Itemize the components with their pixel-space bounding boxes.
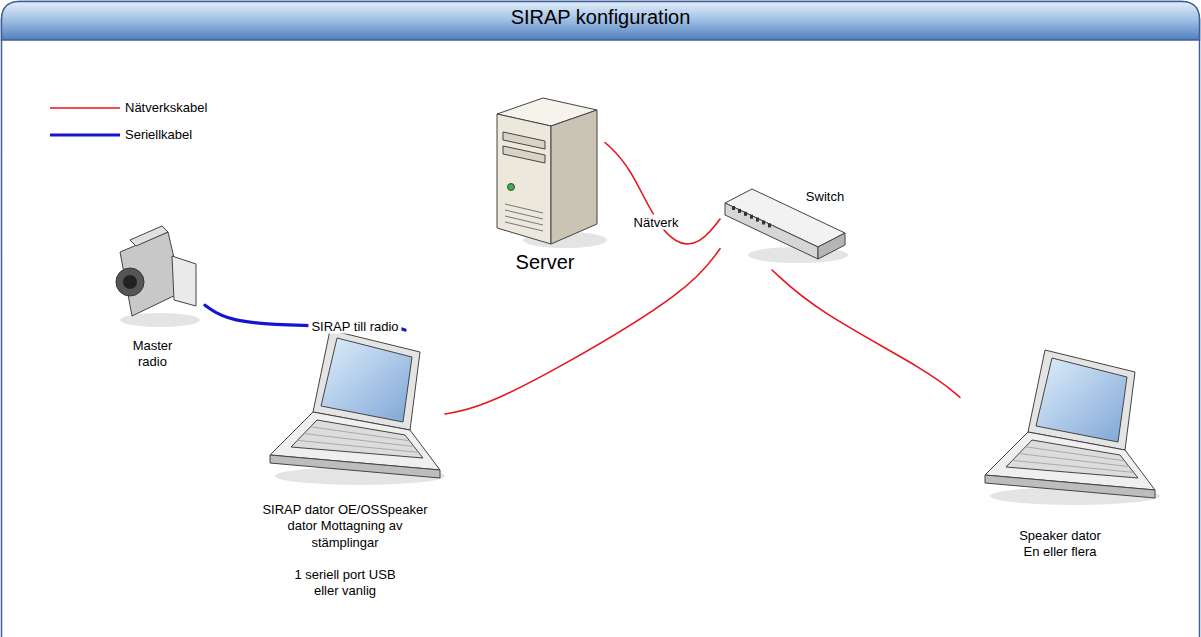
switch-front (725, 203, 818, 259)
laptop-screen (1036, 358, 1127, 442)
vent-line (505, 222, 543, 231)
switch-port (744, 212, 747, 216)
server-side (551, 110, 597, 244)
device-label: 1 seriell port USB eller vanlig (289, 567, 401, 600)
device-node: Server (485, 92, 605, 279)
legend-text: Seriellkabel (125, 127, 192, 142)
legend: NätverkskabelSeriellkabel (50, 94, 207, 148)
device-node: SIRAP dator OE/OSSpeaker dator Mottagnin… (245, 330, 445, 610)
switch-port (738, 209, 741, 213)
cable-label: SIRAP till radio (308, 319, 401, 334)
device-label: Master radio (125, 338, 181, 371)
device-label: Speaker dator En eller flera (1010, 528, 1110, 561)
legend-text: Nätverkskabel (125, 100, 207, 115)
network-cable (772, 270, 960, 397)
switch-port (750, 215, 753, 219)
drive-bay (503, 132, 545, 149)
legend-swatch (50, 103, 125, 113)
network-cable (445, 249, 720, 414)
switch-side (818, 233, 845, 259)
laptop-keyboard (291, 420, 423, 458)
switch-port (732, 206, 735, 210)
device-node: Switch (720, 185, 850, 270)
radio-top (130, 226, 168, 246)
key-row (311, 427, 410, 441)
device-node: Speaker dator En eller flera (960, 350, 1160, 565)
server-front (497, 114, 551, 244)
switch-port (768, 223, 771, 227)
network-cable (605, 142, 720, 243)
radio-lens (116, 268, 144, 296)
key-row (1019, 454, 1129, 467)
drive-bay (503, 146, 545, 163)
device-label: Switch (802, 189, 848, 205)
device-label: SIRAP dator OE/OSSpeaker dator Mottagnin… (260, 502, 430, 551)
cable-label: Nätverk (631, 215, 682, 230)
legend-row: Nätverkskabel (50, 94, 207, 121)
key-row (304, 434, 414, 447)
device-label: Server (485, 250, 605, 275)
legend-row: Seriellkabel (50, 121, 207, 148)
key-row (1013, 460, 1134, 472)
switch-port (756, 218, 759, 222)
laptop-front (270, 455, 440, 478)
key-row (1026, 447, 1125, 461)
key-row (298, 440, 419, 452)
laptop-keyboard (1006, 440, 1138, 478)
device-node: Master radio (100, 220, 205, 375)
server-icon (485, 92, 605, 277)
radio-lens-inner (123, 275, 137, 289)
power-led (508, 184, 515, 191)
switch-port (762, 221, 765, 225)
title: SIRAP konfiguration (0, 6, 1201, 29)
legend-swatch (50, 130, 125, 140)
laptop-screen (321, 338, 412, 422)
radio-flap (172, 256, 196, 306)
laptop-front (985, 475, 1155, 498)
